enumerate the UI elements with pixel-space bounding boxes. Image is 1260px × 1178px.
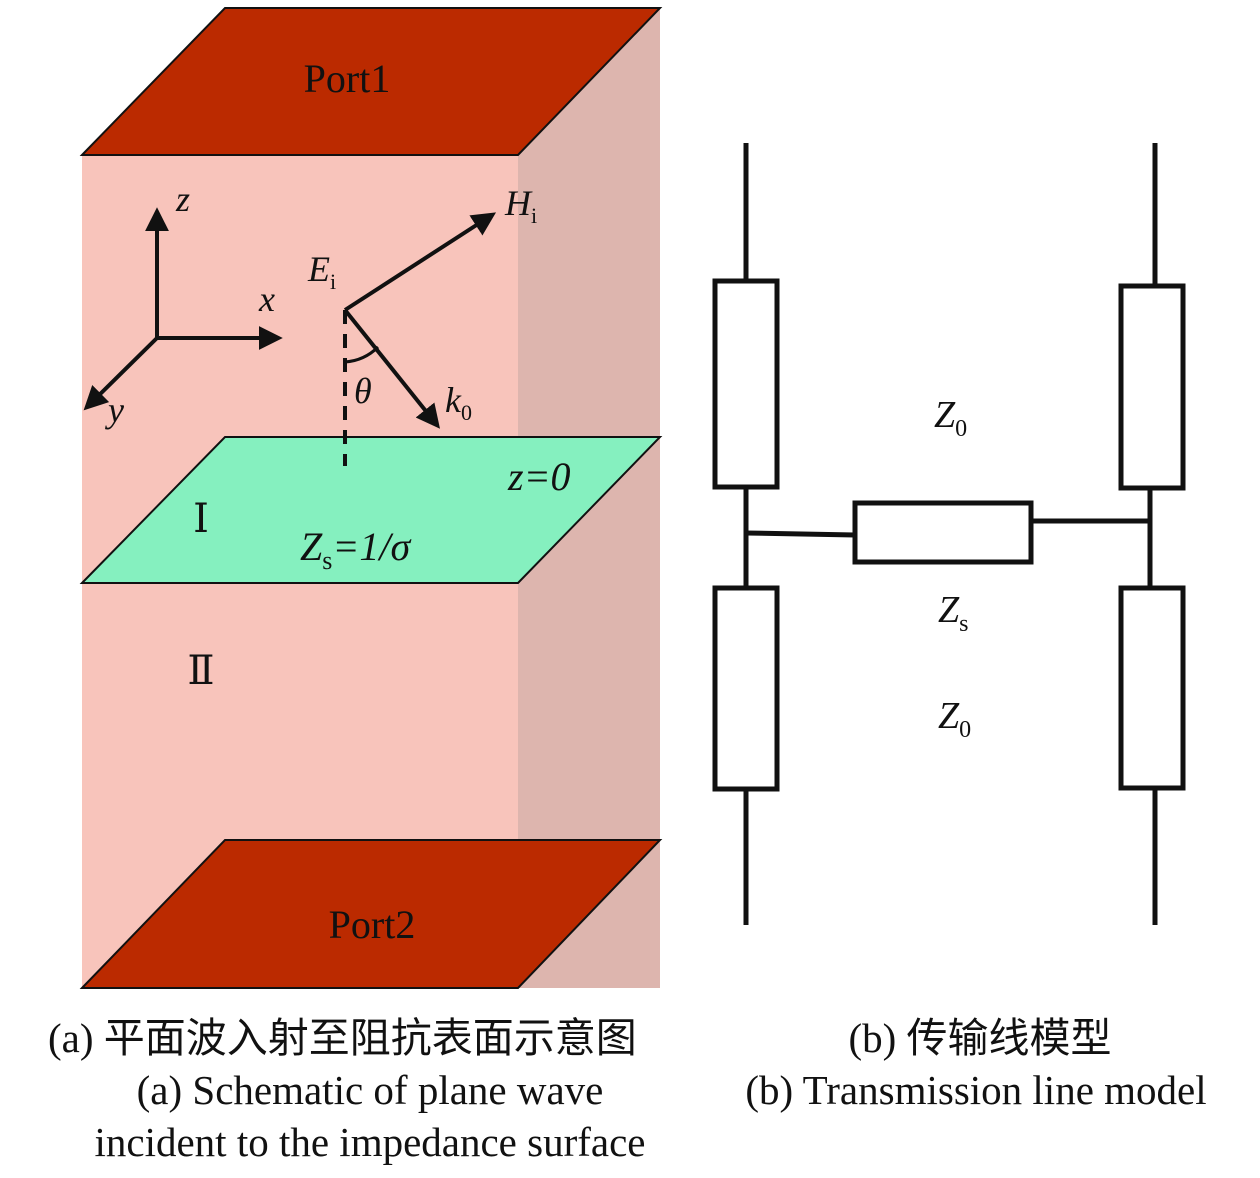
shunt-lead-left bbox=[745, 530, 856, 538]
zs-shunt-label: Zs bbox=[938, 589, 968, 637]
right-lower-impedance bbox=[1118, 585, 1186, 791]
y-axis bbox=[83, 336, 159, 411]
shunt-impedance bbox=[852, 500, 1034, 565]
z0-upper-label: Z0 bbox=[934, 394, 967, 442]
x-axis-label: x bbox=[258, 279, 275, 319]
right-upper-impedance bbox=[1118, 283, 1186, 491]
y-axis-label: y bbox=[105, 390, 124, 430]
left-lower-impedance bbox=[712, 585, 780, 792]
coordinate-axes: z x y bbox=[83, 179, 283, 430]
port1-plate bbox=[79, 7, 663, 156]
z0-lower-label: Z0 bbox=[938, 695, 971, 743]
port2-label: Port2 bbox=[329, 902, 416, 947]
h-field-vector bbox=[343, 212, 497, 312]
region-2-label: Ⅱ bbox=[187, 648, 214, 693]
left-upper-impedance bbox=[712, 278, 780, 490]
impedance-plane bbox=[79, 436, 663, 584]
k-vector-label: k0 bbox=[445, 380, 472, 425]
e-field-label: Ei bbox=[307, 249, 336, 294]
caption-a-english-line1: (a) Schematic of plane wave bbox=[136, 1067, 604, 1113]
transmission-line-model bbox=[712, 143, 1186, 925]
impedance-surface-schematic: Port1 Port2 z x y Ei Hi k0 θ z=0 Ⅰ Ⅱ Zs=… bbox=[79, 7, 663, 989]
h-field-label: Hi bbox=[504, 183, 537, 228]
k-vector bbox=[343, 308, 440, 429]
theta-arc bbox=[344, 345, 380, 364]
port2-plate bbox=[79, 839, 663, 989]
region-1-label: Ⅰ bbox=[193, 496, 209, 541]
caption-a-chinese: (a) 平面波入射至阻抗表面示意图 bbox=[48, 1015, 637, 1061]
surface-impedance-label: Zs=1/σ bbox=[300, 524, 411, 575]
plane-position-label: z=0 bbox=[507, 454, 571, 499]
caption-a-english-line2: incident to the impedance surface bbox=[94, 1119, 646, 1165]
incident-wave-vectors: Ei Hi k0 θ bbox=[307, 183, 537, 466]
z-axis-label: z bbox=[175, 179, 190, 219]
caption-b-chinese: (b) 传输线模型 bbox=[848, 1015, 1112, 1061]
port1-label: Port1 bbox=[304, 56, 391, 101]
caption-b-english: (b) Transmission line model bbox=[745, 1067, 1207, 1113]
theta-label: θ bbox=[354, 371, 372, 411]
